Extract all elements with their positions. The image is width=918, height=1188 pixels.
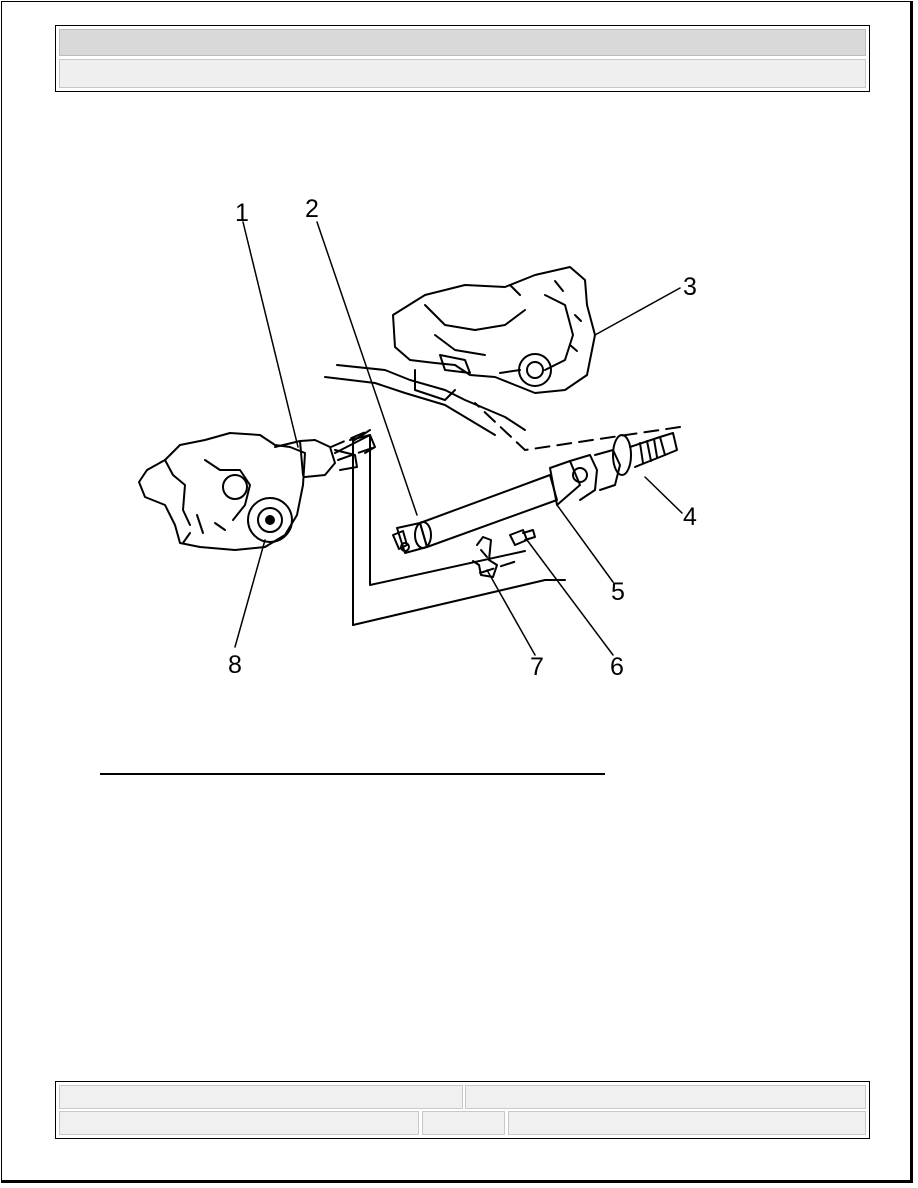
- propeller-shaft-illustration: 1 2 3 4 5 6 7 8: [125, 185, 725, 685]
- footer-right-top: [465, 1085, 866, 1109]
- callout-1: 1: [235, 199, 249, 227]
- transfer-case-drawing: [324, 266, 596, 436]
- document-header: [55, 25, 870, 92]
- callout-2: 2: [305, 195, 319, 223]
- front-axle-drawing: [138, 432, 376, 551]
- caption-rule: [100, 773, 605, 775]
- footer-middle-bottom: [422, 1111, 505, 1135]
- callout-4: 4: [683, 503, 697, 531]
- header-title: [59, 29, 866, 56]
- footer-left-bottom: [59, 1111, 419, 1135]
- propeller-shaft-drawing: [392, 432, 678, 554]
- document-footer: [55, 1081, 870, 1139]
- callout-6: 6: [610, 653, 624, 681]
- header-subtitle: [59, 59, 866, 88]
- footer-right-bottom: [508, 1111, 866, 1135]
- callout-leaders: [234, 221, 683, 656]
- reference-frame-line: [334, 429, 526, 626]
- callout-7: 7: [530, 653, 544, 681]
- clip-drawing: [472, 536, 498, 578]
- bolt-drawing: [509, 529, 536, 546]
- callout-3: 3: [683, 273, 697, 301]
- footer-left-top: [59, 1085, 463, 1109]
- alignment-lines: [330, 402, 681, 574]
- callout-8: 8: [228, 651, 242, 679]
- callout-5: 5: [611, 578, 625, 606]
